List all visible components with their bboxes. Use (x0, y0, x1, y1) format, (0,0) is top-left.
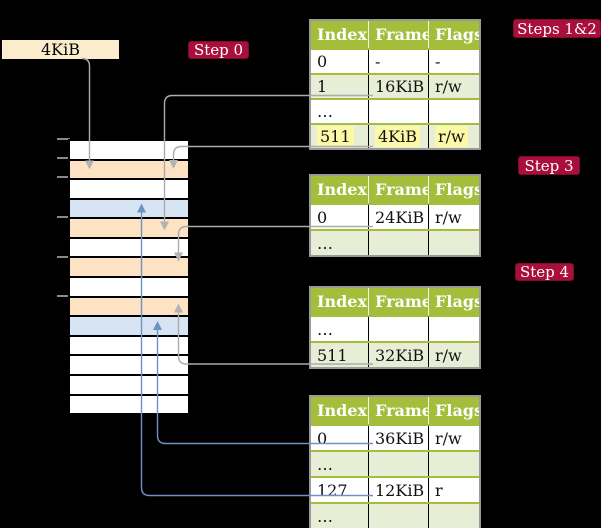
memory-frame-row (70, 334, 188, 355)
table-row-recursive-entry: 511 4KiB r/w (311, 123, 479, 148)
badge-step-4: Step 4 (515, 263, 574, 281)
cell-frame: 12KiB (375, 480, 425, 500)
memory-frame-row (70, 236, 188, 257)
memory-frame-row (70, 141, 188, 159)
physical-memory-column (68, 139, 190, 415)
cell-index: … (317, 454, 333, 474)
memory-tick (57, 157, 70, 159)
table-header-row: Index Frame Flags (311, 397, 479, 424)
memory-frame-row (70, 178, 188, 198)
header-index: Index (317, 292, 368, 311)
badge-step-3-label: Step 3 (524, 156, 574, 175)
table-row: 0 - - (311, 48, 479, 73)
cell-frame: - (375, 52, 381, 71)
cell-index: 511 (317, 126, 354, 147)
memory-frame-row (70, 315, 188, 335)
table-row: 0 36KiB r/w (311, 424, 479, 450)
cell-frame: 32KiB (375, 345, 425, 365)
memory-frame-row (70, 276, 188, 296)
cell-index: 0 (317, 52, 328, 71)
table-row: 127 12KiB r (311, 476, 479, 502)
header-flags: Flags (428, 176, 479, 203)
memory-frame-row (70, 393, 188, 414)
cell-flags: r/w (435, 428, 462, 448)
cell-frame: 36KiB (375, 428, 425, 448)
cell-index: 511 (317, 345, 348, 365)
table-row: … (311, 315, 479, 341)
header-index: Index (317, 25, 368, 44)
table-header-row: Index Frame Flags (311, 288, 479, 315)
cell-flags: r/w (435, 345, 462, 365)
cell-index: 127 (317, 480, 348, 500)
header-index: Index (317, 180, 368, 199)
memory-tick (57, 216, 70, 218)
table-row: … (311, 502, 479, 528)
frame-address-label: 4KiB (40, 40, 80, 59)
memory-frame-row (70, 295, 188, 316)
cell-frame: 16KiB (375, 77, 425, 96)
frame-address-box: 4KiB (2, 40, 119, 59)
memory-tick (57, 176, 70, 178)
table-row: 511 32KiB r/w (311, 341, 479, 367)
header-flags: Flags (428, 21, 479, 48)
table-row: … (311, 450, 479, 476)
cell-flags: r/w (435, 77, 462, 96)
header-frame: Frame (368, 21, 428, 48)
table-row: 1 16KiB r/w (311, 73, 479, 98)
cell-index: 1 (317, 77, 328, 96)
memory-frame-row (70, 217, 188, 237)
memory-frame-row (70, 373, 188, 394)
cell-index: … (317, 102, 333, 121)
badge-step-4-label: Step 4 (519, 263, 570, 281)
badge-steps-1-2: Steps 1&2 (513, 19, 601, 38)
cell-index: 0 (317, 207, 328, 227)
table-row: 0 24KiB r/w (311, 203, 479, 229)
table-header-row: Index Frame Flags (311, 21, 479, 48)
page-table-1: Index Frame Flags 0 - - 1 16KiB r/w … 51… (309, 19, 481, 150)
badge-step-3: Step 3 (518, 156, 580, 175)
memory-frame-row (70, 197, 188, 218)
badge-steps-1-2-label: Steps 1&2 (517, 19, 597, 38)
table-row: … (311, 229, 479, 255)
memory-frame-row (70, 158, 188, 179)
header-frame: Frame (368, 397, 428, 424)
table-header-row: Index Frame Flags (311, 176, 479, 203)
header-index: Index (317, 401, 368, 420)
cell-flags: r (435, 480, 443, 500)
cell-index: … (317, 319, 333, 339)
header-frame: Frame (368, 176, 428, 203)
memory-tick (57, 256, 70, 258)
cell-flags: r/w (435, 207, 462, 227)
page-table-4: Index Frame Flags 0 36KiB r/w … 127 12Ki… (309, 395, 481, 528)
header-flags: Flags (428, 397, 479, 424)
cell-flags: r/w (435, 126, 468, 147)
page-table-3: Index Frame Flags … 511 32KiB r/w (309, 286, 481, 369)
memory-frame-row (70, 256, 188, 277)
header-frame: Frame (368, 288, 428, 315)
cell-frame: 4KiB (375, 126, 421, 147)
memory-tick (57, 138, 70, 140)
memory-tick (57, 295, 70, 297)
badge-step-0: Step 0 (188, 41, 249, 59)
cell-index: 0 (317, 428, 328, 448)
header-flags: Flags (428, 288, 479, 315)
memory-frame-row (70, 354, 188, 374)
cell-index: … (317, 233, 333, 253)
cell-index: … (317, 506, 333, 526)
page-table-2: Index Frame Flags 0 24KiB r/w … (309, 174, 481, 257)
cell-frame: 24KiB (375, 207, 425, 227)
table-row: … (311, 98, 479, 123)
badge-step-0-label: Step 0 (193, 41, 244, 59)
cell-flags: - (435, 52, 441, 71)
